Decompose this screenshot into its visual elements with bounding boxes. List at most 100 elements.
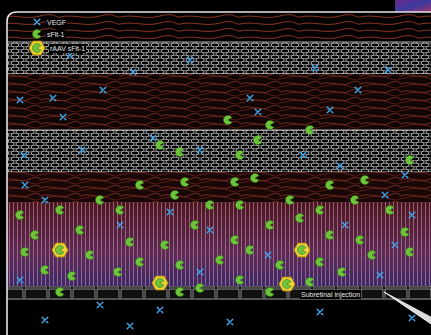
raav-marks [29,41,310,291]
illustration-part [197,269,203,275]
illustration-part [405,247,414,256]
illustration-part [60,114,66,120]
illustration-part [167,209,173,215]
illustration-part [152,276,168,290]
illustration-part [315,205,324,214]
illustration-part [355,87,361,93]
vegf-marks [17,19,415,329]
illustration-part [30,230,39,239]
illustration-part [312,65,318,71]
illustration-part [400,227,409,236]
illustration-part [160,240,169,249]
illustration-part [377,272,383,278]
illustration-part [175,287,184,296]
illustration-part [253,135,262,144]
illustration-part [34,19,40,25]
illustration-part [7,130,431,172]
illustration-part [17,277,23,283]
illustration-part [7,42,431,74]
illustration-part [190,220,199,229]
illustration-part [382,192,388,198]
illustration-part [7,42,431,43]
illustration-part [265,120,274,129]
illustration-part [295,213,304,222]
inset-photo [395,0,431,12]
illustration-part [95,195,104,204]
illustration-part [7,130,431,172]
illustration-part [40,265,49,274]
illustration-part [52,243,68,257]
illustration-part [180,177,189,186]
illustration-part [337,267,346,276]
illustration-part [155,140,164,149]
illustration-part [157,307,163,313]
illustration-part [325,230,334,239]
illustration-part [67,271,76,280]
illustration-part [7,12,431,335]
illustration-part [187,57,193,63]
illustration-part [247,95,253,101]
illustration-part [250,173,259,182]
illustration-part [50,95,56,101]
illustration-part [327,107,333,113]
illustration-part [7,14,431,42]
illustration-part [405,155,414,164]
illustration-part [97,302,103,308]
illustration-part [205,200,214,209]
illustration-part [117,222,123,228]
illustration-part [207,227,213,233]
illustration-part [7,42,431,74]
illustration-part [7,299,431,300]
illustration-part [275,260,284,269]
injection-needle [384,292,431,330]
illustration-part [265,287,274,296]
illustration-part [402,172,408,178]
illustration-part [17,97,23,103]
illustration-part [85,250,94,259]
illustration-part [315,257,324,266]
legend-label: rAAV sFlt-1 [49,44,86,53]
illustration-part [79,147,85,153]
illustration-part [7,172,431,202]
illustration-part [279,277,295,291]
illustration-part [7,286,431,298]
legend-label: VEGF [46,18,67,27]
illustration-part [227,319,233,325]
illustration-part [55,287,64,296]
illustration-part [367,250,376,259]
annotation-label: Subretinal injection [300,290,361,299]
illustration-part [7,202,431,286]
illustration-part [235,200,244,209]
retina-layers [7,12,431,335]
illustration-part [175,147,184,156]
illustration-part [15,210,24,219]
illustration-part [100,87,106,93]
illustration-part [125,237,134,246]
illustration-part [409,212,415,218]
illustration-part [29,41,45,55]
illustration-part [294,243,310,257]
illustration-part [265,220,274,229]
illustration-part [21,152,27,158]
illustration-part [255,109,261,115]
illustration-part [20,247,29,256]
illustration-part [195,283,204,292]
illustration-part [7,42,431,74]
illustration-part [385,67,391,73]
illustration-part [285,195,294,204]
illustration-part [135,180,144,189]
illustration-part [355,235,364,244]
illustration-part [350,195,359,204]
illustration-part [342,222,348,228]
illustration-part [223,115,232,124]
illustration-part [317,309,323,315]
illustration-part [215,255,224,264]
illustration-part [230,235,239,244]
illustration-part [235,275,244,284]
illustration-part [265,252,271,258]
illustration-part [7,74,431,130]
illustration-part [115,205,124,214]
illustration-part [409,315,415,321]
illustration-part [230,177,239,186]
